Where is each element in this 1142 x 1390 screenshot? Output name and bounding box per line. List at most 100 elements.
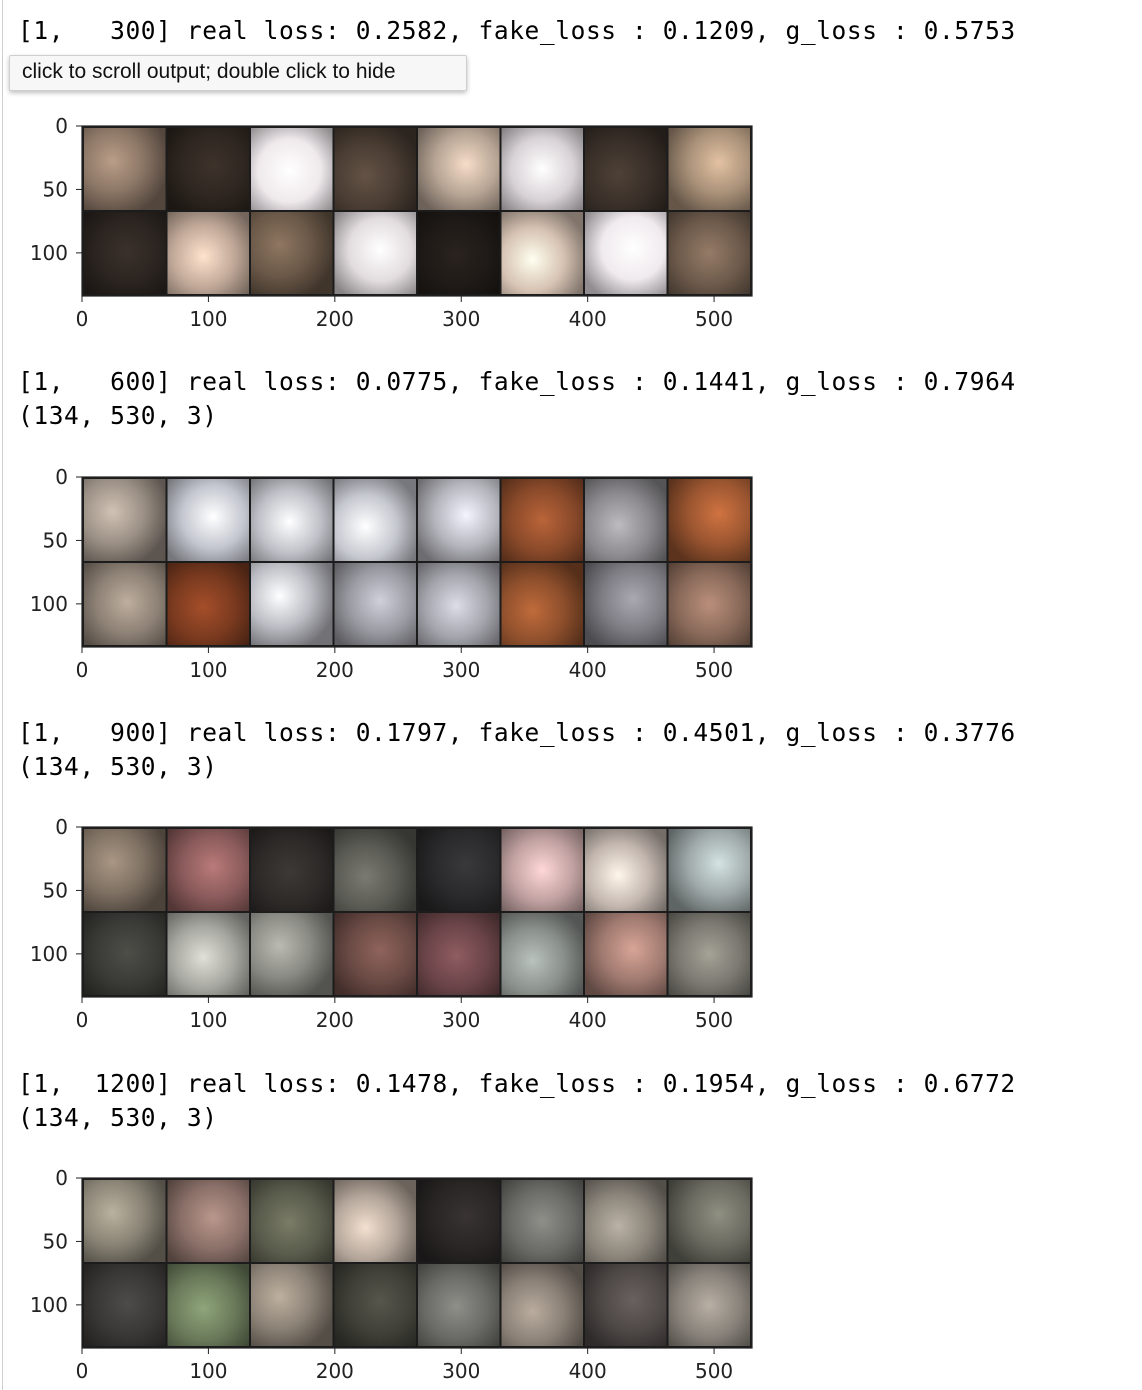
log-line-600: [1, 600] real loss: 0.0775, fake_loss : … (18, 367, 1016, 396)
generated-sample-tile (501, 212, 583, 294)
generated-sample-tile (585, 479, 667, 561)
log-line-1200: [1, 1200] real loss: 0.1478, fake_loss :… (18, 1069, 1016, 1098)
y-tick-label: 50 (43, 878, 68, 902)
generated-sample-tile (84, 1180, 166, 1262)
generated-sample-tile (418, 1264, 500, 1346)
generated-sample-tile (585, 1264, 667, 1346)
generated-sample-tile (334, 1180, 416, 1262)
y-tick-label: 50 (43, 177, 68, 201)
log-line-900: [1, 900] real loss: 0.1797, fake_loss : … (18, 718, 1016, 747)
generated-sample-tile (501, 913, 583, 995)
x-tick-label: 500 (695, 1008, 733, 1032)
generated-sample-tile (167, 1180, 249, 1262)
generated-sample-tile (668, 212, 750, 294)
generated-sample-tile (501, 563, 583, 645)
generated-sample-tile (668, 1180, 750, 1262)
image-grid-plot-300: 0 100 200 300 400 500 0 50 100 (30, 114, 753, 331)
y-tick-label: 100 (30, 592, 68, 616)
generated-sample-tile (251, 829, 333, 911)
generated-sample-tile (167, 829, 249, 911)
generated-sample-tile (501, 1180, 583, 1262)
x-tick-label: 200 (316, 307, 354, 331)
x-tick-label: 100 (189, 1008, 227, 1032)
generated-sample-tile (167, 1264, 249, 1346)
y-tick-label: 0 (55, 1166, 68, 1190)
generated-sample-tile (501, 479, 583, 561)
generated-sample-tile (418, 829, 500, 911)
y-tick-label: 0 (55, 465, 68, 489)
generated-sample-tile (668, 563, 750, 645)
generated-sample-tile (334, 212, 416, 294)
x-tick-label: 0 (76, 1008, 89, 1032)
shape-line-1200: (134, 530, 3) (18, 1103, 218, 1132)
shape-line-900: (134, 530, 3) (18, 752, 218, 781)
generated-sample-tile (251, 212, 333, 294)
generated-sample-tile (668, 1264, 750, 1346)
generated-sample-tile (334, 829, 416, 911)
generated-sample-tile (167, 913, 249, 995)
y-tick-label: 100 (30, 241, 68, 265)
generated-sample-tile (501, 128, 583, 210)
y-tick-label: 0 (55, 815, 68, 839)
y-tick-label: 100 (30, 1293, 68, 1317)
generated-sample-tile (84, 563, 166, 645)
x-tick-label: 400 (569, 1008, 607, 1032)
x-tick-label: 300 (442, 307, 480, 331)
x-tick-label: 300 (442, 1359, 480, 1383)
plot-axes-frame (81, 125, 753, 297)
x-tick-label: 300 (442, 658, 480, 682)
generated-sample-tile (585, 212, 667, 294)
generated-sample-tile (167, 479, 249, 561)
generated-sample-tile (84, 1264, 166, 1346)
generated-sample-tile (501, 829, 583, 911)
generated-sample-tile (251, 563, 333, 645)
x-tick-label: 100 (189, 1359, 227, 1383)
generated-sample-tile (418, 479, 500, 561)
log-line-300: [1, 300] real loss: 0.2582, fake_loss : … (18, 16, 1016, 45)
x-tick-label: 200 (316, 658, 354, 682)
generated-sample-tile (418, 913, 500, 995)
generated-sample-tile (585, 128, 667, 210)
generated-sample-tile (84, 479, 166, 561)
plot-axes-frame (81, 476, 753, 648)
generated-sample-tile (585, 563, 667, 645)
x-tick-label: 200 (316, 1008, 354, 1032)
generated-sample-tile (334, 563, 416, 645)
generated-sample-tile (167, 563, 249, 645)
generated-sample-tile (334, 479, 416, 561)
x-tick-label: 400 (569, 307, 607, 331)
generated-sample-tile (501, 1264, 583, 1346)
output-area-border (2, 0, 3, 1390)
x-tick-label: 0 (76, 658, 89, 682)
x-tick-label: 500 (695, 307, 733, 331)
generated-sample-tile (251, 1180, 333, 1262)
x-tick-label: 200 (316, 1359, 354, 1383)
x-tick-label: 100 (189, 307, 227, 331)
y-tick-label: 0 (55, 114, 68, 138)
generated-sample-tile (668, 479, 750, 561)
x-tick-label: 500 (695, 658, 733, 682)
scroll-output-tooltip[interactable]: click to scroll output; double click to … (9, 55, 467, 91)
x-tick-label: 0 (76, 307, 89, 331)
generated-sample-tile (251, 1264, 333, 1346)
generated-sample-tile (334, 128, 416, 210)
generated-sample-tile (418, 1180, 500, 1262)
x-tick-label: 400 (569, 1359, 607, 1383)
generated-sample-tile (167, 212, 249, 294)
shape-line-600: (134, 530, 3) (18, 401, 218, 430)
x-tick-label: 0 (76, 1359, 89, 1383)
generated-sample-tile (585, 829, 667, 911)
y-tick-label: 50 (43, 528, 68, 552)
generated-sample-tile (585, 913, 667, 995)
generated-sample-tile (251, 913, 333, 995)
generated-sample-tile (668, 829, 750, 911)
x-tick-label: 400 (569, 658, 607, 682)
plot-axes-frame (81, 826, 753, 998)
y-tick-label: 100 (30, 942, 68, 966)
generated-sample-tile (334, 1264, 416, 1346)
generated-sample-tile (84, 128, 166, 210)
generated-sample-tile (418, 212, 500, 294)
